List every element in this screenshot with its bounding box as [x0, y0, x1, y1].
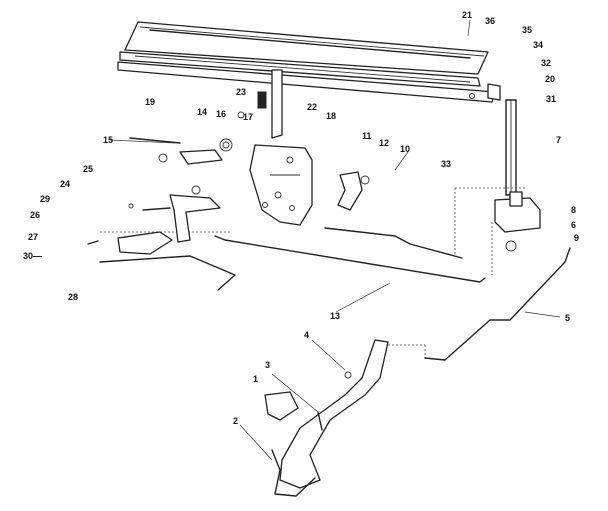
fasteners	[128, 111, 245, 211]
part-label-23: 23	[236, 87, 246, 97]
small-lever	[257, 69, 283, 139]
part-label-10: 10	[400, 144, 410, 154]
part-label-27: 27	[28, 232, 38, 242]
part-label-36: 36	[485, 16, 495, 26]
part-label-16: 16	[216, 109, 226, 119]
part-label-13: 13	[330, 311, 340, 321]
part-label-7: 7	[556, 135, 561, 145]
part-label-11: 11	[362, 131, 372, 141]
bent-rod	[424, 247, 571, 361]
part-label-9: 9	[574, 233, 579, 243]
part-label-17: 17	[243, 112, 253, 122]
bracket-11	[337, 171, 370, 211]
pedal-assembly	[264, 339, 389, 497]
part-label-14: 14	[197, 107, 207, 117]
part-label-28: 28	[68, 292, 78, 302]
part-label-33: 33	[441, 159, 451, 169]
part-label-19: 19	[145, 97, 155, 107]
rod-10	[324, 227, 463, 259]
vertical-rod	[505, 99, 517, 196]
part-label-29: 29	[40, 194, 50, 204]
part-label-20: 20	[545, 74, 555, 84]
left-assembly	[87, 194, 236, 291]
part-label-8: 8	[571, 205, 576, 215]
part-label-4: 4	[304, 330, 309, 340]
part-label-5: 5	[565, 313, 570, 323]
guide-lines	[100, 187, 525, 358]
right-bracket	[494, 191, 541, 252]
part-label-2: 2	[233, 416, 238, 426]
part-label-18: 18	[326, 111, 336, 121]
part-labels: 1 2 3 4 5 6 7 8 9 10 11 12 13 14 15 16 1…	[23, 10, 579, 426]
part-label-32: 32	[541, 58, 551, 68]
part-label-6: 6	[571, 220, 576, 230]
leader-lines	[109, 19, 561, 461]
part-label-25: 25	[83, 164, 93, 174]
part-label-3: 3	[265, 360, 270, 370]
part-label-22: 22	[307, 102, 317, 112]
part-label-34: 34	[533, 40, 543, 50]
part-label-21: 21	[462, 10, 472, 20]
part-label-15: 15	[103, 135, 113, 145]
part-label-30: 30—	[23, 251, 42, 261]
part-label-12: 12	[379, 138, 389, 148]
long-rod	[214, 235, 486, 283]
part-label-31: 31	[546, 94, 556, 104]
part-label-1: 1	[253, 374, 258, 384]
part-label-24: 24	[60, 179, 70, 189]
part-label-35: 35	[522, 25, 532, 35]
center-bracket	[249, 144, 313, 226]
part-label-26: 26	[30, 210, 40, 220]
top-rail-assembly	[117, 21, 501, 103]
